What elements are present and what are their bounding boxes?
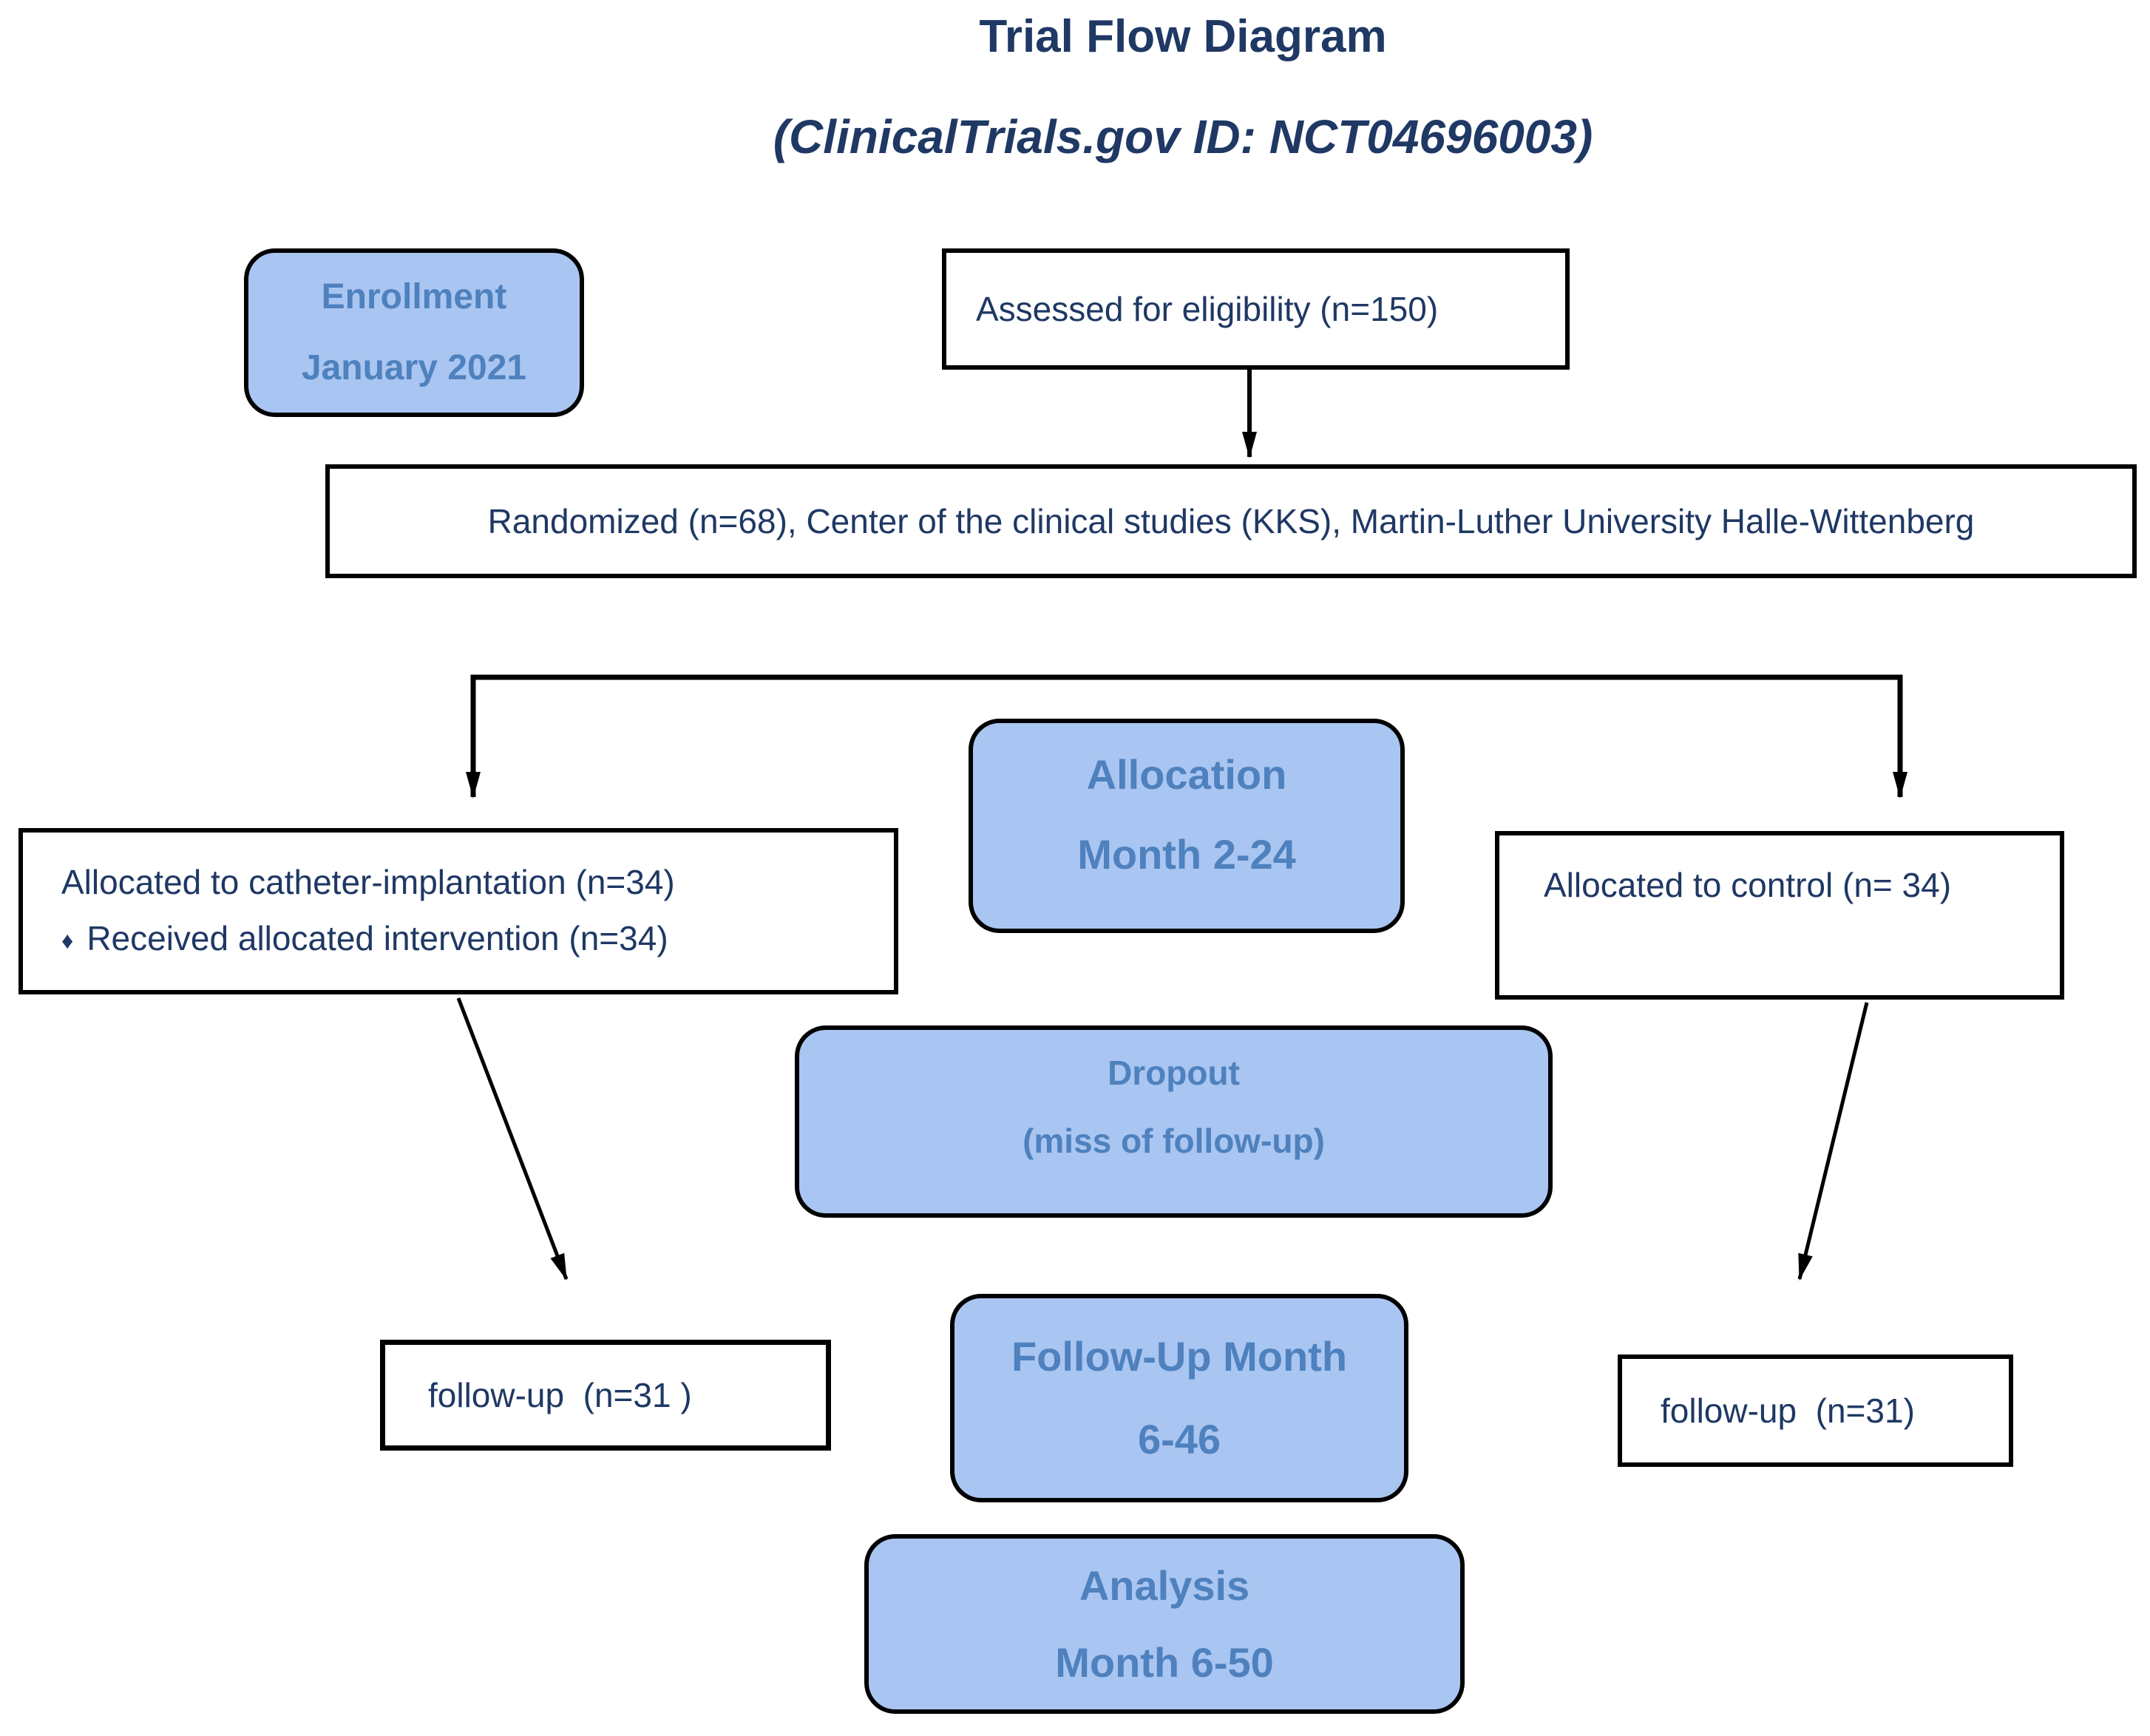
assessed-eligibility-text: Assessed for eligibility (n=150) — [976, 290, 1439, 328]
stage-enrollment: Enrollment January 2021 — [244, 248, 584, 417]
diamond-bullet-icon: ♦ — [61, 927, 74, 955]
allocated-control-text: Allocated to control (n= 34) — [1544, 866, 1952, 904]
box-assessed-eligibility: Assessed for eligibility (n=150) — [942, 248, 1570, 370]
box-followup-right: follow-up (n=31) — [1618, 1354, 2013, 1467]
box-allocated-intervention: Allocated to catheter-implantation (n=34… — [18, 828, 898, 994]
box-randomized: Randomized (n=68), Center of the clinica… — [325, 464, 2137, 578]
randomized-text: Randomized (n=68), Center of the clinica… — [487, 502, 1975, 540]
stage-allocation-line1: Allocation — [1086, 751, 1287, 798]
page-title: Trial Flow Diagram — [979, 11, 1387, 62]
arrow-intervention-to-followup-left — [456, 997, 569, 1281]
stage-enrollment-line1: Enrollment — [321, 277, 507, 316]
box-followup-left: follow-up (n=31 ) — [380, 1340, 831, 1451]
box-allocated-control: Allocated to control (n= 34) — [1495, 831, 2064, 1000]
stage-enrollment-line2: January 2021 — [301, 348, 527, 387]
stage-followup: Follow-Up Month 6-46 — [950, 1294, 1408, 1502]
allocated-intervention-line2-text: Received allocated intervention (n=34) — [87, 918, 668, 957]
followup-left-text: follow-up (n=31 ) — [428, 1376, 692, 1414]
stage-analysis-line2: Month 6-50 — [1055, 1638, 1274, 1686]
allocated-intervention-line1: Allocated to catheter-implantation (n=34… — [61, 862, 675, 901]
stage-dropout: Dropout (miss of follow-up) — [795, 1025, 1553, 1218]
allocated-intervention-line2: ♦ Received allocated intervention (n=34) — [61, 910, 894, 969]
stage-allocation-line2: Month 2-24 — [1077, 831, 1296, 878]
stage-analysis: Analysis Month 6-50 — [864, 1534, 1465, 1714]
stage-followup-line2: 6-46 — [1137, 1416, 1221, 1462]
page-subtitle: (ClinicalTrials.gov ID: NCT04696003) — [773, 110, 1593, 163]
stage-analysis-line1: Analysis — [1079, 1562, 1250, 1609]
followup-right-text: follow-up (n=31) — [1661, 1391, 1915, 1430]
stage-followup-line1: Follow-Up Month — [1011, 1333, 1348, 1380]
stage-dropout-line2: (miss of follow-up) — [1023, 1122, 1325, 1160]
stage-dropout-line1: Dropout — [1108, 1054, 1240, 1092]
arrow-control-to-followup-right — [1797, 1002, 1869, 1281]
stage-allocation: Allocation Month 2-24 — [969, 719, 1405, 933]
